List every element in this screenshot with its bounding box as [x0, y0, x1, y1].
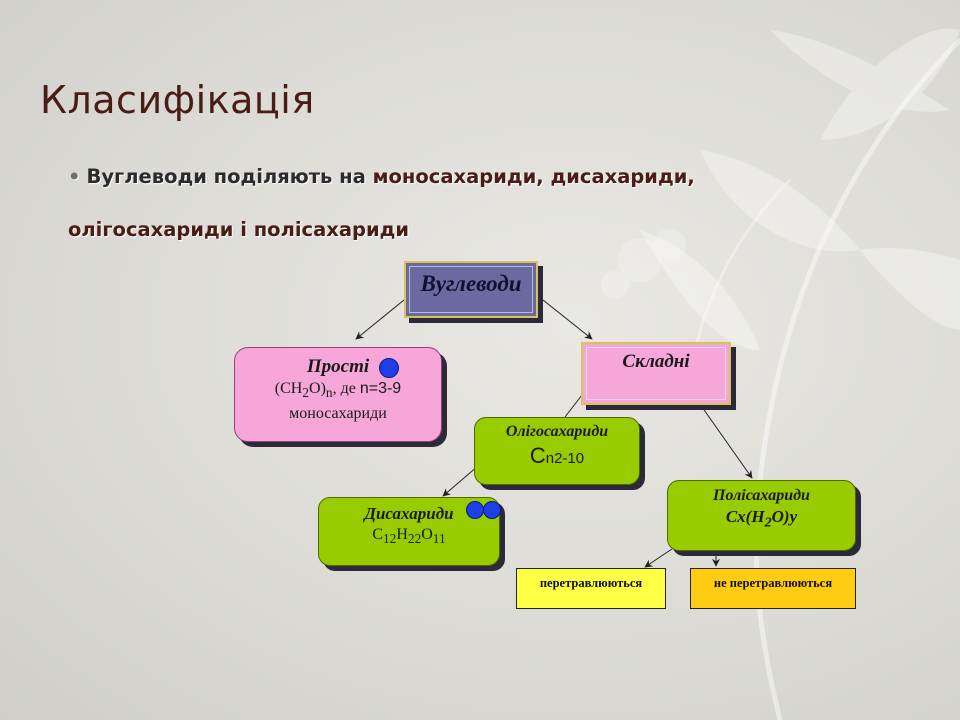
node-poly-label: Полісахариди: [713, 487, 810, 504]
node-complex: Складні: [581, 342, 731, 405]
node-oligo-label: Олігосахариди: [505, 423, 609, 440]
node-simple: Прості (CH2O)n, де n=3-9 моносахариди: [234, 347, 442, 442]
node-poly-formula: Cx(H2O)y: [725, 507, 798, 531]
bullet-prefix: Вуглеводи поділяють на: [86, 165, 373, 188]
slide-title: Класифікація: [40, 78, 315, 122]
node-di-formula: C12H22O11: [372, 526, 446, 547]
bullet-highlight: моносахариди, дисахариди, олігосахариди …: [68, 165, 695, 241]
node-oligo-formula: Cn2-10: [529, 443, 585, 468]
leaf-digestible: перетравлюються: [516, 568, 666, 609]
node-oligosaccharides: Олігосахариди Cn2-10: [474, 417, 640, 485]
node-polysaccharides: Полісахариди Cx(H2O)y: [667, 480, 856, 551]
node-complex-label: Складні: [622, 351, 690, 372]
node-simple-label: Прості: [306, 356, 370, 377]
node-di-label: Дисахариди: [364, 504, 454, 523]
leaf-indigestible: не перетравлюються: [690, 568, 856, 609]
blue-dot-marker: [379, 358, 399, 378]
bullet-dot-icon: •: [68, 165, 81, 188]
node-carbohydrates: Вуглеводи: [404, 261, 538, 318]
node-simple-formula: (CH2O)n, де n=3-9: [274, 380, 402, 401]
node-carbohydrates-label: Вуглеводи: [420, 271, 522, 296]
node-simple-subtitle: моносахариди: [289, 405, 387, 423]
blue-dot-marker: [466, 501, 484, 519]
bullet-paragraph: •Вуглеводи поділяють на моносахариди, ди…: [68, 150, 808, 256]
blue-dot-marker: [483, 501, 501, 519]
